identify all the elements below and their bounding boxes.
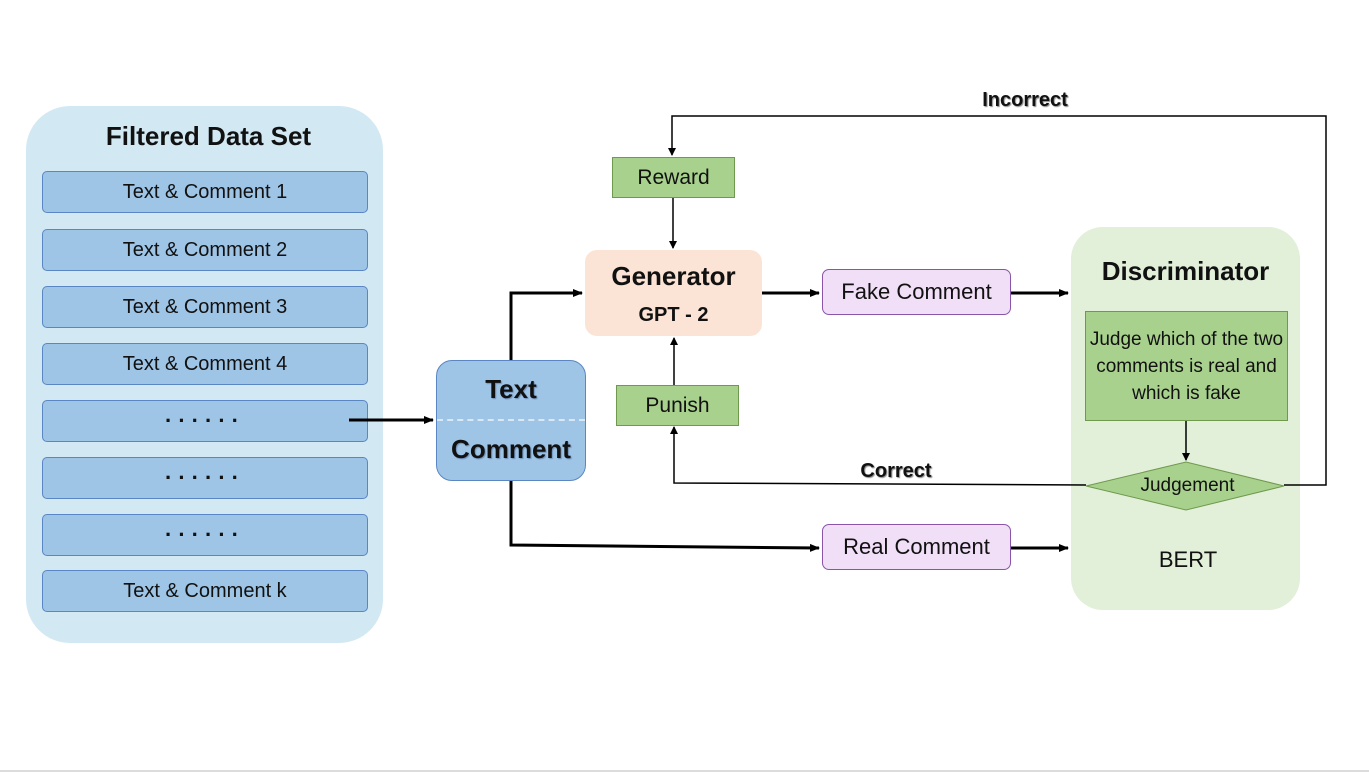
text-comment-divider bbox=[437, 419, 585, 421]
generator-node bbox=[585, 250, 762, 336]
generator-model: GPT - 2 bbox=[638, 303, 709, 326]
judgement-diamond bbox=[1085, 461, 1285, 511]
real-comment-node: Real Comment bbox=[822, 524, 1011, 570]
incorrect-edge-label: Incorrect bbox=[982, 88, 1068, 111]
judgement-label: Judgement bbox=[1140, 475, 1235, 496]
discriminator-title: Discriminator bbox=[1101, 255, 1270, 286]
bert-label: BERT bbox=[1158, 547, 1218, 572]
punish-node: Punish bbox=[616, 385, 739, 426]
filtered-data-set-title: Filtered Data Set bbox=[105, 120, 312, 151]
correct-edge-label: Correct bbox=[860, 459, 932, 482]
data-item: Text & Comment 1 bbox=[42, 171, 368, 213]
ellipsis-item: ······ bbox=[42, 400, 368, 442]
generator-title: Generator bbox=[611, 260, 736, 291]
fake-comment-node: Fake Comment bbox=[822, 269, 1011, 315]
reward-node: Reward bbox=[612, 157, 735, 198]
comment-label: Comment bbox=[451, 433, 571, 464]
comment-to-real-comment-arrow bbox=[509, 481, 820, 552]
data-item: Text & Comment 4 bbox=[42, 343, 368, 385]
data-item: Text & Comment 2 bbox=[42, 229, 368, 271]
data-item: Text & Comment 3 bbox=[42, 286, 368, 328]
bottom-divider bbox=[0, 770, 1369, 772]
ellipsis-item: ······ bbox=[42, 514, 368, 556]
text-to-generator-arrow bbox=[509, 289, 583, 360]
incorrect-feedback-arrow bbox=[668, 115, 1327, 486]
correct-feedback-arrow bbox=[670, 426, 1087, 486]
ellipsis-item: ······ bbox=[42, 457, 368, 499]
judge-task-node: Judge which of the two comments is real … bbox=[1085, 311, 1288, 421]
text-label: Text bbox=[485, 373, 537, 404]
data-item: Text & Comment k bbox=[42, 570, 368, 612]
